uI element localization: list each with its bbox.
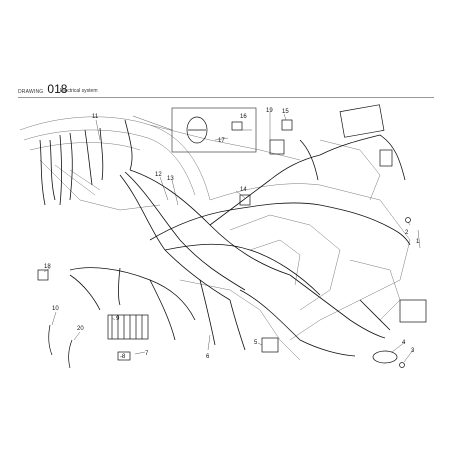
callout-8: 8 [122,354,126,360]
callout-11: 11 [92,114,99,120]
voltage-regulator [107,314,149,340]
clip-18 [37,269,49,281]
header-divider [18,97,434,98]
callout-1: 1 [416,239,420,245]
callout-6: 6 [206,354,210,360]
sensor-14 [239,194,251,206]
ecu-box [339,104,385,138]
connector-block [399,299,427,323]
callout-10: 10 [52,306,59,312]
callout-5: 5 [254,340,258,346]
callout-15: 15 [282,109,289,115]
callout-7: 7 [145,351,149,357]
callout-17: 17 [218,138,225,144]
callout-13: 13 [167,176,174,182]
hose-10 [48,324,53,356]
drawing-header: DRAWING 018 [18,82,67,96]
callout-19: 19 [266,108,273,114]
frame-engine-outline [179,139,411,361]
callout-16: 16 [240,114,247,120]
sensor-19 [269,139,285,155]
callout-12: 12 [155,172,162,178]
leader-lines [43,112,421,363]
fuse-holder-8 [117,351,131,361]
drawing-label: DRAWING [18,89,44,95]
horn-disc [186,116,208,144]
screw-2 [405,217,411,223]
callout-3: 3 [411,348,415,354]
drawing-number: 018 [47,82,68,96]
callout-4: 4 [402,340,406,346]
callout-18: 18 [44,264,51,270]
callout-9: 9 [116,316,120,322]
callout-20: 20 [77,326,84,332]
hose-20 [68,339,73,369]
plug-right [379,149,393,167]
callout-2: 2 [405,230,409,236]
screw-3 [399,362,405,368]
relay-connector [231,121,243,131]
wiring-harness [39,119,411,357]
drawing-title: Electrical system [60,88,98,94]
callout-labels: 11 16 17 19 15 12 13 14 1 2 4 3 5 6 7 8 … [44,108,420,360]
components [37,104,427,369]
bulb-15 [281,119,293,131]
callout-14: 14 [240,187,247,193]
relay-5 [261,337,279,353]
light-unit [372,350,398,364]
rear-frame-outline [19,116,301,211]
